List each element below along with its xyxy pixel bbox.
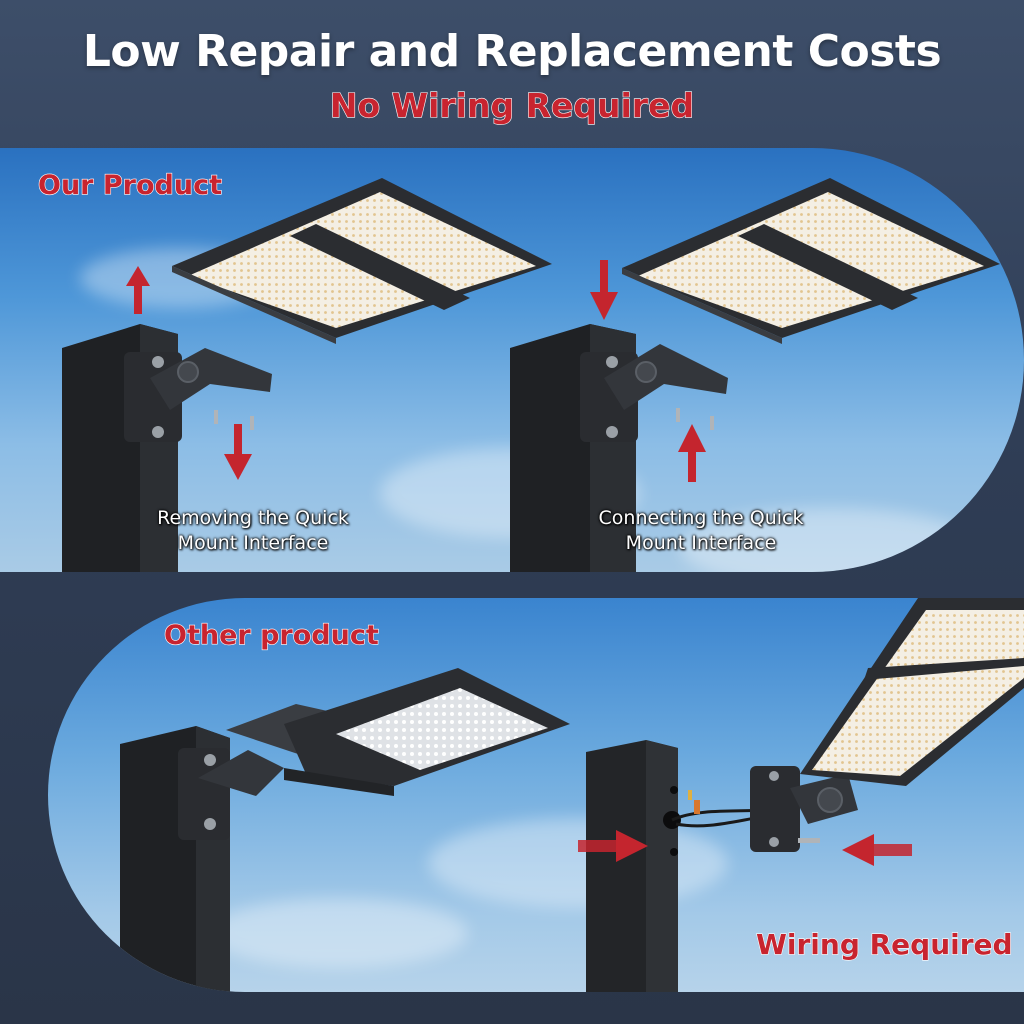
our-product-label: Our Product [37,169,223,201]
led-fixture-other-right [800,598,1024,786]
caption-removing-line2: Mount Interface [177,532,329,554]
arrow-left-other [842,834,912,866]
our-product-panel: Our Product Removing the Quick Mount Int… [0,148,1024,572]
mount-bracket-left [124,348,272,442]
arrow-right-other [578,830,648,862]
page-subtitle: No Wiring Required [329,85,695,125]
caption-connecting: Connecting the Quick Mount Interface [556,506,846,556]
caption-connecting-line1: Connecting the Quick [598,507,804,529]
wiring-required-label: Wiring Required [755,927,1013,961]
led-fixture-left [172,178,552,344]
arrow-down-right [590,260,618,320]
other-product-label: Other product [163,619,379,651]
pole-other-right [586,740,681,992]
mount-bracket-right [580,344,728,442]
caption-removing-line1: Removing the Quick [157,507,349,529]
arrow-up-left [126,266,150,314]
led-fixture-right [622,178,1000,344]
caption-removing: Removing the Quick Mount Interface [118,506,388,556]
led-fixture-other [226,668,570,796]
mount-bracket-other-right [750,766,858,852]
arrow-up-right [678,424,706,482]
mount-bracket-other [178,748,284,840]
caption-connecting-line2: Mount Interface [625,532,777,554]
other-product-illustration [120,598,1024,992]
our-product-illustration [62,178,1000,572]
page-title: Low Repair and Replacement Costs [82,26,942,77]
arrow-down-left [224,424,252,480]
other-product-panel: Other product Wiring Required [48,598,1024,992]
